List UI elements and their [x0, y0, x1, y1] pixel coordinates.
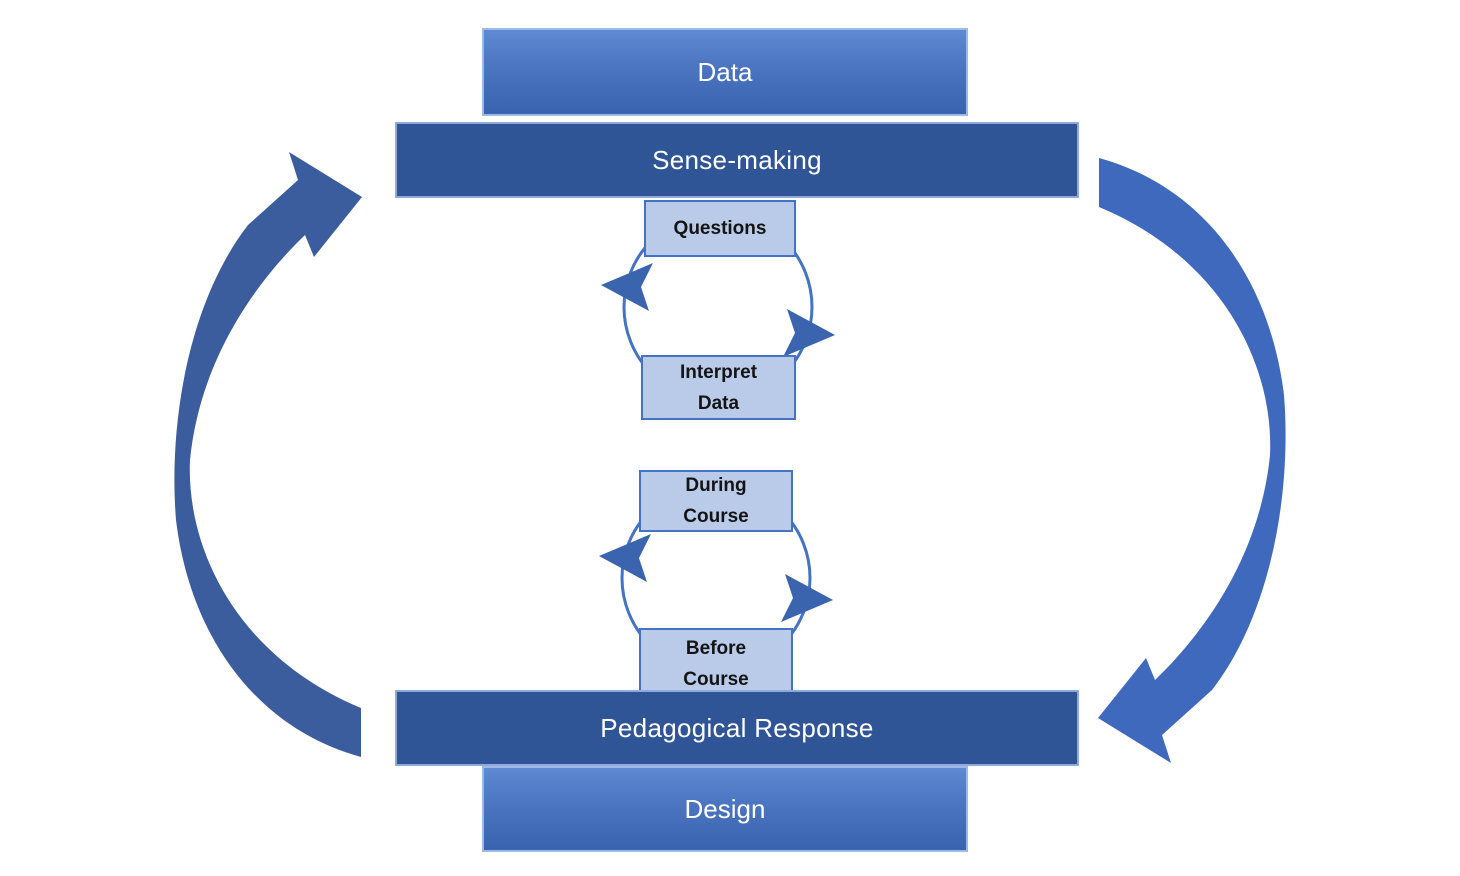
cycle-bottom-right-arrowhead-icon — [781, 574, 833, 622]
data-node-label: Data — [697, 56, 753, 87]
left-curved-arrow-icon — [174, 152, 362, 757]
cycle-top-left-arrowhead-icon — [601, 263, 653, 311]
questions-node: Questions — [644, 200, 796, 257]
right-curved-arrow-icon — [1098, 158, 1286, 763]
pedagogical-response-label: Pedagogical Response — [600, 712, 874, 743]
data-node: Data — [482, 28, 968, 116]
sense-making-label: Sense-making — [652, 144, 822, 175]
design-node-label: Design — [684, 793, 766, 824]
during-course-node: During Course — [639, 470, 793, 532]
cycle-top-right-arrowhead-icon — [783, 309, 835, 357]
questions-label: Questions — [673, 218, 767, 239]
during-course-label: During Course — [683, 475, 749, 527]
before-course-label: Before Course — [683, 638, 749, 690]
sense-making-bar: Sense-making — [395, 122, 1079, 198]
design-node: Design — [482, 766, 968, 852]
interpret-data-node: Interpret Data — [641, 355, 796, 420]
before-course-node: Before Course — [639, 628, 793, 700]
interpret-data-label: Interpret Data — [679, 361, 758, 414]
pedagogical-response-bar: Pedagogical Response — [395, 690, 1079, 766]
cycle-bottom-left-arrowhead-icon — [599, 534, 651, 582]
